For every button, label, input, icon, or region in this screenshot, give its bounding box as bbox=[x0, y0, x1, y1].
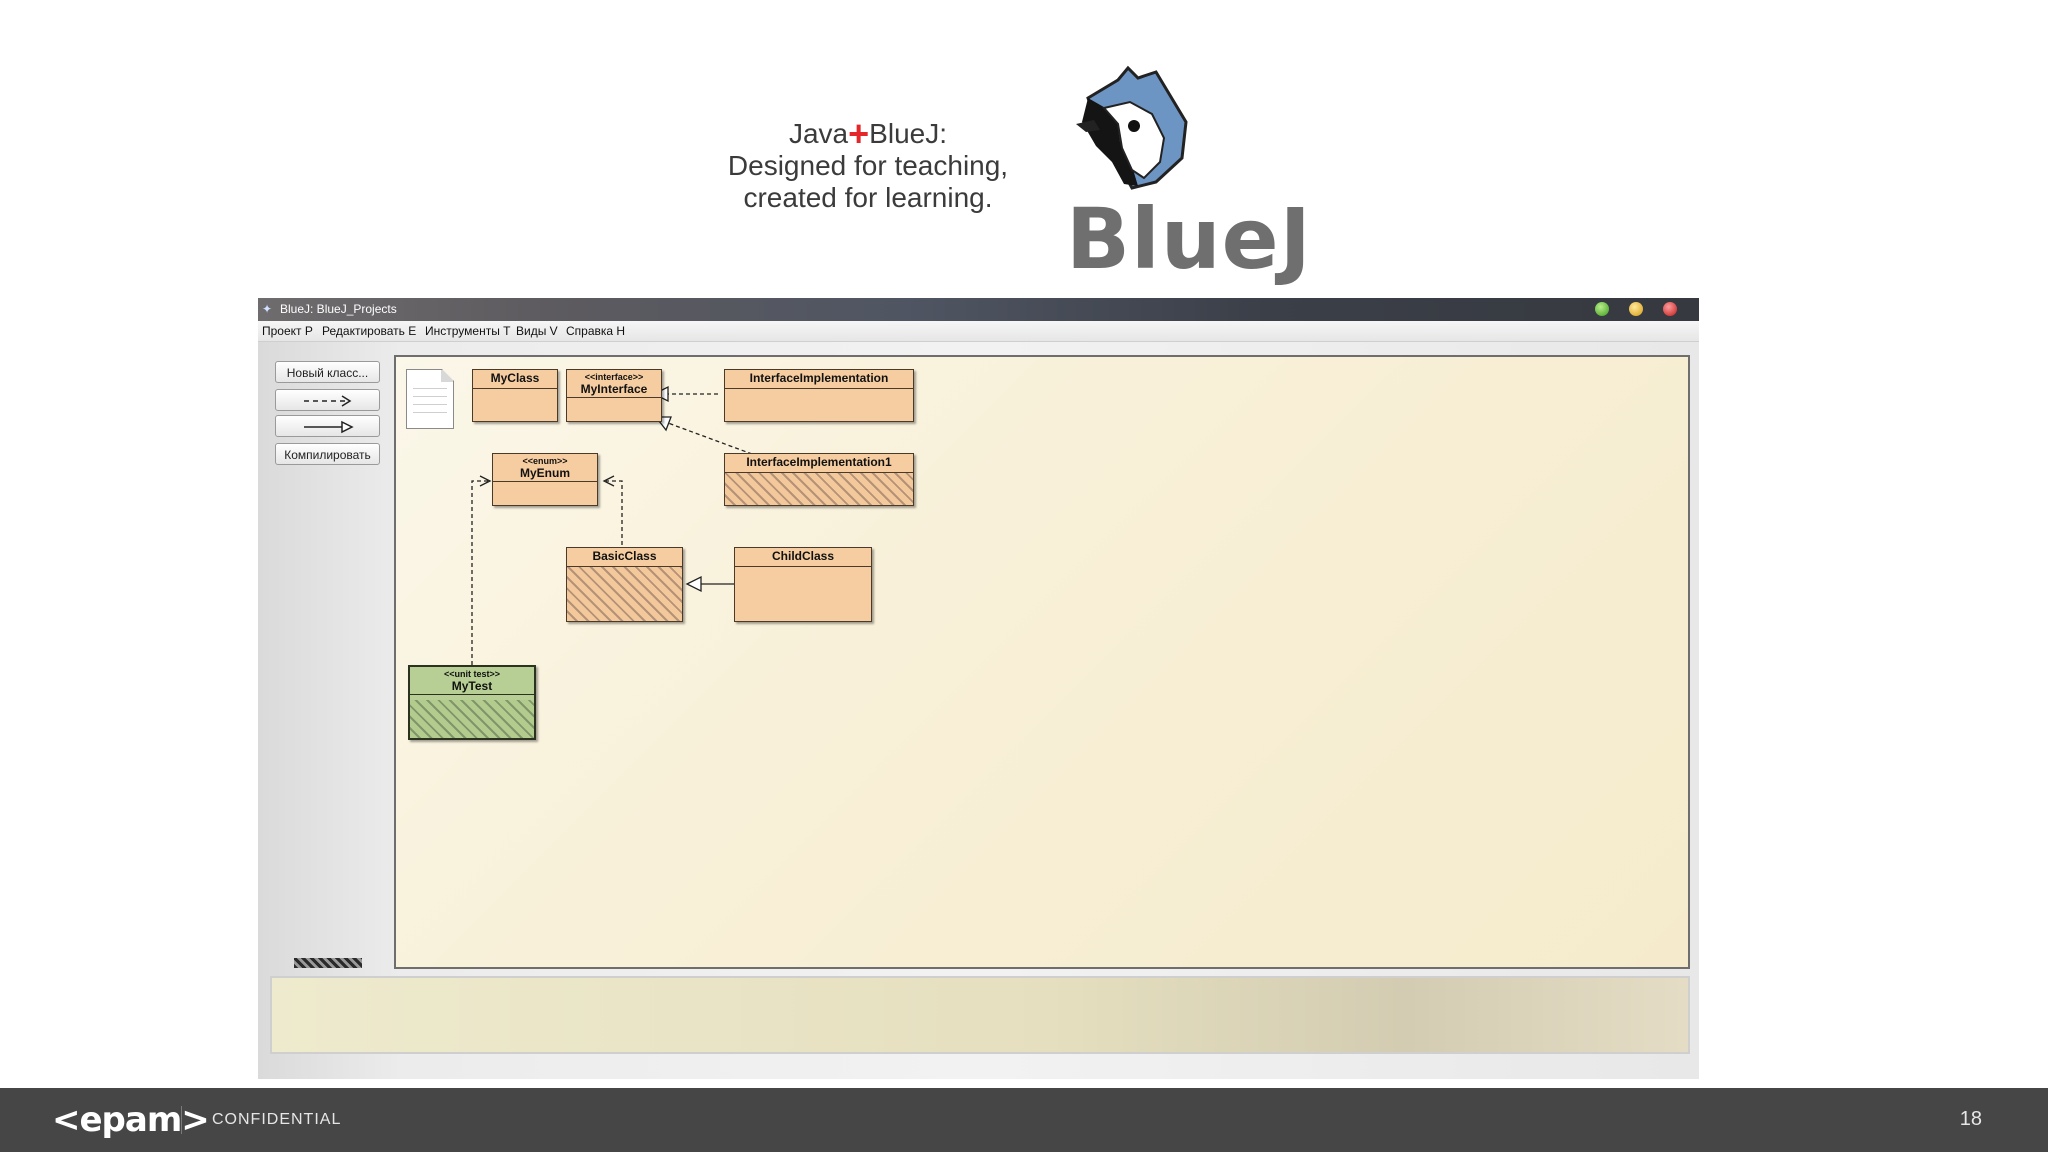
window-titlebar[interactable]: ✦ BlueJ: BlueJ_Projects bbox=[258, 298, 1699, 321]
menu-bar: Проект Р Редактировать Е Инструменты Т В… bbox=[258, 321, 1699, 342]
footer-divider bbox=[181, 1106, 182, 1134]
uncompiled-hatch bbox=[410, 700, 534, 738]
solid-triangle-arrow-icon bbox=[303, 420, 354, 434]
new-class-button[interactable]: Новый класс... bbox=[275, 361, 380, 383]
uncompiled-hatch bbox=[725, 473, 913, 505]
slide-tagline: Java+BlueJ: Designed for teaching, creat… bbox=[700, 116, 1036, 214]
bluej-window: ✦ BlueJ: BlueJ_Projects Проект Р Редакти… bbox=[258, 298, 1699, 1079]
class-myenum[interactable]: <<enum>>MyEnum bbox=[492, 453, 598, 506]
class-interfaceimplementation1[interactable]: InterfaceImplementation1 bbox=[724, 453, 914, 506]
class-stereotype: <<unit test>> bbox=[443, 669, 501, 679]
class-name: MyInterface bbox=[580, 382, 648, 396]
menu-edit[interactable]: Редактировать Е bbox=[322, 324, 417, 338]
tagline-line2: Designed for teaching, bbox=[727, 150, 1009, 181]
tagline-bluej: BlueJ: bbox=[869, 118, 947, 149]
class-name: InterfaceImplementation1 bbox=[746, 455, 892, 469]
compile-button[interactable]: Компилировать bbox=[275, 443, 380, 465]
bluej-logo-text: BlueJ bbox=[1066, 190, 1312, 288]
menu-view[interactable]: Виды V bbox=[516, 324, 558, 338]
class-diagram-canvas[interactable]: MyClass <<interface>>MyInterface Interfa… bbox=[394, 355, 1690, 969]
class-name: InterfaceImplementation bbox=[749, 371, 889, 385]
plus-icon: + bbox=[848, 113, 870, 154]
class-name: MyEnum bbox=[519, 466, 570, 480]
maximize-icon[interactable] bbox=[1595, 302, 1609, 316]
inheritance-arrow-button[interactable] bbox=[275, 415, 380, 437]
close-icon[interactable] bbox=[1663, 302, 1677, 316]
class-mytest[interactable]: <<unit test>>MyTest bbox=[408, 665, 536, 740]
class-myclass[interactable]: MyClass bbox=[472, 369, 558, 422]
class-basicclass[interactable]: BasicClass bbox=[566, 547, 683, 622]
class-name: ChildClass bbox=[771, 549, 834, 563]
class-name: MyClass bbox=[490, 371, 540, 385]
class-stereotype: <<interface>> bbox=[584, 372, 644, 382]
class-childclass[interactable]: ChildClass bbox=[734, 547, 872, 622]
readme-document-icon[interactable] bbox=[406, 369, 454, 429]
dashed-arrow-icon bbox=[303, 395, 351, 407]
bluejay-bird-icon bbox=[1060, 62, 1260, 282]
minimize-icon[interactable] bbox=[1629, 302, 1643, 316]
output-panel[interactable] bbox=[270, 976, 1690, 1054]
dependency-arrow-button[interactable] bbox=[275, 389, 380, 411]
menu-tools[interactable]: Инструменты Т bbox=[425, 324, 511, 338]
class-myinterface[interactable]: <<interface>>MyInterface bbox=[566, 369, 662, 422]
confidential-label: CONFIDENTIAL bbox=[212, 1111, 342, 1128]
window-title: BlueJ: BlueJ_Projects bbox=[280, 302, 397, 316]
class-interfaceimplementation[interactable]: InterfaceImplementation bbox=[724, 369, 914, 422]
tagline-java: Java bbox=[788, 118, 849, 149]
epam-logo: <epam> bbox=[52, 1100, 210, 1140]
menu-project[interactable]: Проект Р bbox=[262, 324, 313, 338]
class-name: MyTest bbox=[451, 679, 493, 693]
slide-footer: <epam> CONFIDENTIAL 18 bbox=[0, 1088, 2048, 1152]
diagram-arrows bbox=[471, 385, 753, 665]
class-stereotype: <<enum>> bbox=[522, 456, 568, 466]
menu-help[interactable]: Справка Н bbox=[566, 324, 626, 338]
machine-status-indicator bbox=[294, 958, 362, 968]
class-name: BasicClass bbox=[592, 549, 657, 563]
bluej-app-icon: ✦ bbox=[262, 302, 273, 316]
tagline-line3: created for learning. bbox=[743, 182, 993, 213]
page-number: 18 bbox=[1959, 1108, 1982, 1130]
uncompiled-hatch bbox=[567, 567, 682, 621]
